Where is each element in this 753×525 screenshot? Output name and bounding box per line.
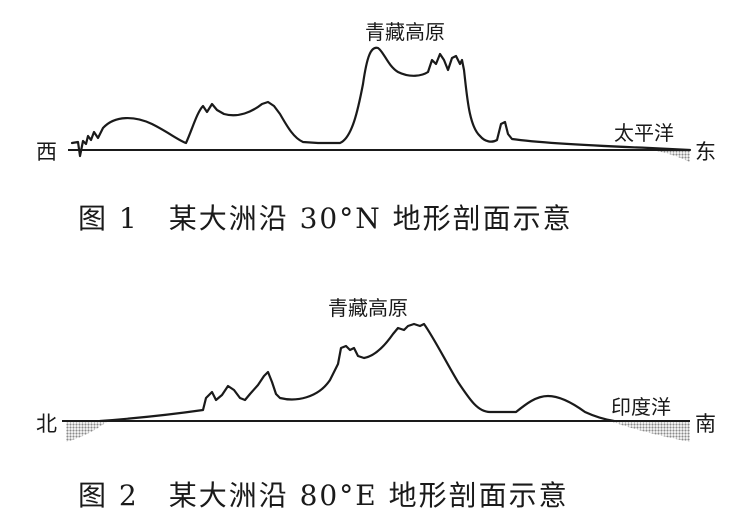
figure1: 青藏高原 太平洋 西 东 图 1 某大洲沿 30°N 地形剖面示意 bbox=[36, 20, 716, 235]
fig1-ocean-label: 太平洋 bbox=[614, 121, 674, 145]
fig2-ocean-shading-south bbox=[610, 421, 690, 442]
fig2-ocean-shading-north bbox=[66, 421, 108, 442]
fig1-ocean-shading bbox=[650, 150, 690, 162]
fig1-terrain-profile bbox=[70, 46, 692, 158]
fig2-caption: 图 2 某大洲沿 80°E 地形剖面示意 bbox=[78, 479, 569, 512]
fig1-dir-west: 西 bbox=[36, 140, 57, 164]
fig2-plateau-label: 青藏高原 bbox=[328, 296, 408, 320]
fig1-plateau-label: 青藏高原 bbox=[365, 20, 445, 44]
fig2-dir-south: 南 bbox=[695, 412, 716, 436]
fig1-caption: 图 1 某大洲沿 30°N 地形剖面示意 bbox=[78, 202, 573, 235]
fig2-dir-north: 北 bbox=[36, 412, 57, 436]
fig2-terrain-profile bbox=[98, 322, 616, 423]
figure2: 青藏高原 印度洋 北 南 图 2 某大洲沿 80°E 地形剖面示意 bbox=[36, 296, 716, 512]
fig1-dir-east: 东 bbox=[695, 140, 716, 164]
fig2-ocean-label: 印度洋 bbox=[611, 395, 671, 419]
